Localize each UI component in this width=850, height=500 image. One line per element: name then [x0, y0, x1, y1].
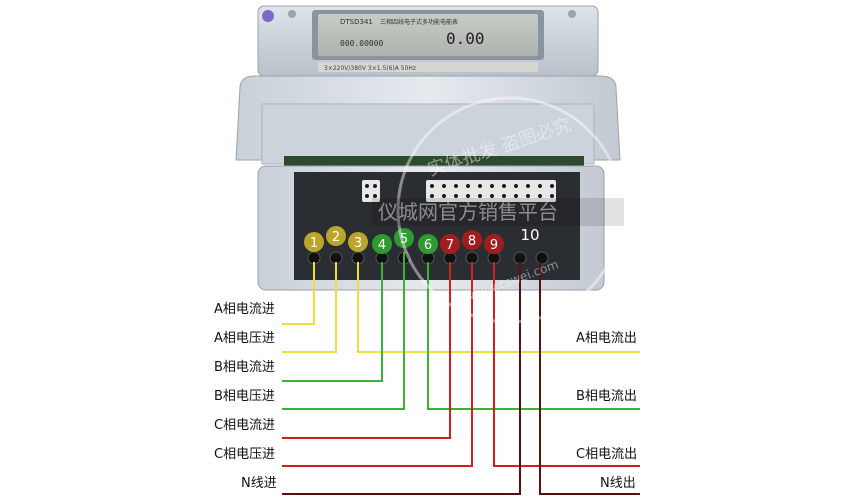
- terminal-number: 7: [446, 238, 454, 253]
- terminal-number: 5: [400, 232, 408, 247]
- label-c-current-in: C相电流进: [214, 418, 276, 433]
- wire-c-current-in: [282, 262, 451, 439]
- label-c-current-out: C相电流出: [576, 447, 638, 462]
- watermark-text: 仪城网官方销售平台: [378, 200, 558, 224]
- terminal-markers: 1 2 3 4 5 6 7 8 9 10: [304, 226, 540, 254]
- wire-b-current-out: [427, 262, 640, 410]
- label-a-current-in: A相电流进: [214, 302, 275, 317]
- wiring: [282, 252, 640, 495]
- terminal-number: 3: [354, 236, 362, 251]
- label-b-voltage-in: B相电压进: [214, 389, 275, 404]
- label-b-current-out: B相电流出: [576, 389, 637, 404]
- meter-body: DTSD341 三相四线电子式多功能电能表 000.00000 0.00 3×2…: [257, 5, 599, 77]
- label-n-in: N线进: [241, 476, 277, 491]
- meter-case: [235, 75, 621, 291]
- wire-c-current-out: [493, 262, 640, 467]
- wire-a-current-out: [357, 262, 640, 353]
- rating-text: 3×220V/380V 3×1.5(6)A 50Hz: [324, 65, 416, 72]
- terminal-number: 8: [468, 234, 476, 249]
- meter-model: DTSD341: [340, 18, 373, 26]
- label-b-current-in: B相电流进: [214, 360, 275, 375]
- terminal-number: 1: [310, 236, 318, 251]
- label-c-voltage-in: C相电压进: [214, 447, 276, 462]
- meter-title: 三相四线电子式多功能电能表: [380, 18, 458, 26]
- wire-n-out: [539, 262, 640, 495]
- seal-icon: [262, 10, 274, 22]
- terminal-number: 2: [332, 230, 340, 245]
- label-a-voltage-in: A相电压进: [214, 331, 275, 346]
- screw-icon: [568, 10, 576, 18]
- wire-b-voltage-in: [282, 252, 405, 410]
- label-n-out: N线出: [600, 476, 636, 491]
- wire-c-voltage-in: [282, 262, 473, 467]
- lcd-reading: 0.00: [446, 29, 485, 48]
- terminal-number: 9: [490, 238, 498, 253]
- screw-icon: [288, 10, 296, 18]
- terminal-number: 6: [424, 238, 432, 253]
- label-a-current-out: A相电流出: [576, 331, 637, 346]
- wire-a-current-in: [282, 262, 315, 325]
- terminal-number: 4: [378, 238, 386, 253]
- lcd-small-reading: 000.00000: [340, 39, 384, 48]
- wire-n-in: [282, 262, 521, 495]
- wire-b-current-in: [282, 262, 383, 382]
- wire-a-voltage-in: [282, 262, 337, 353]
- terminal-number: 10: [520, 226, 539, 244]
